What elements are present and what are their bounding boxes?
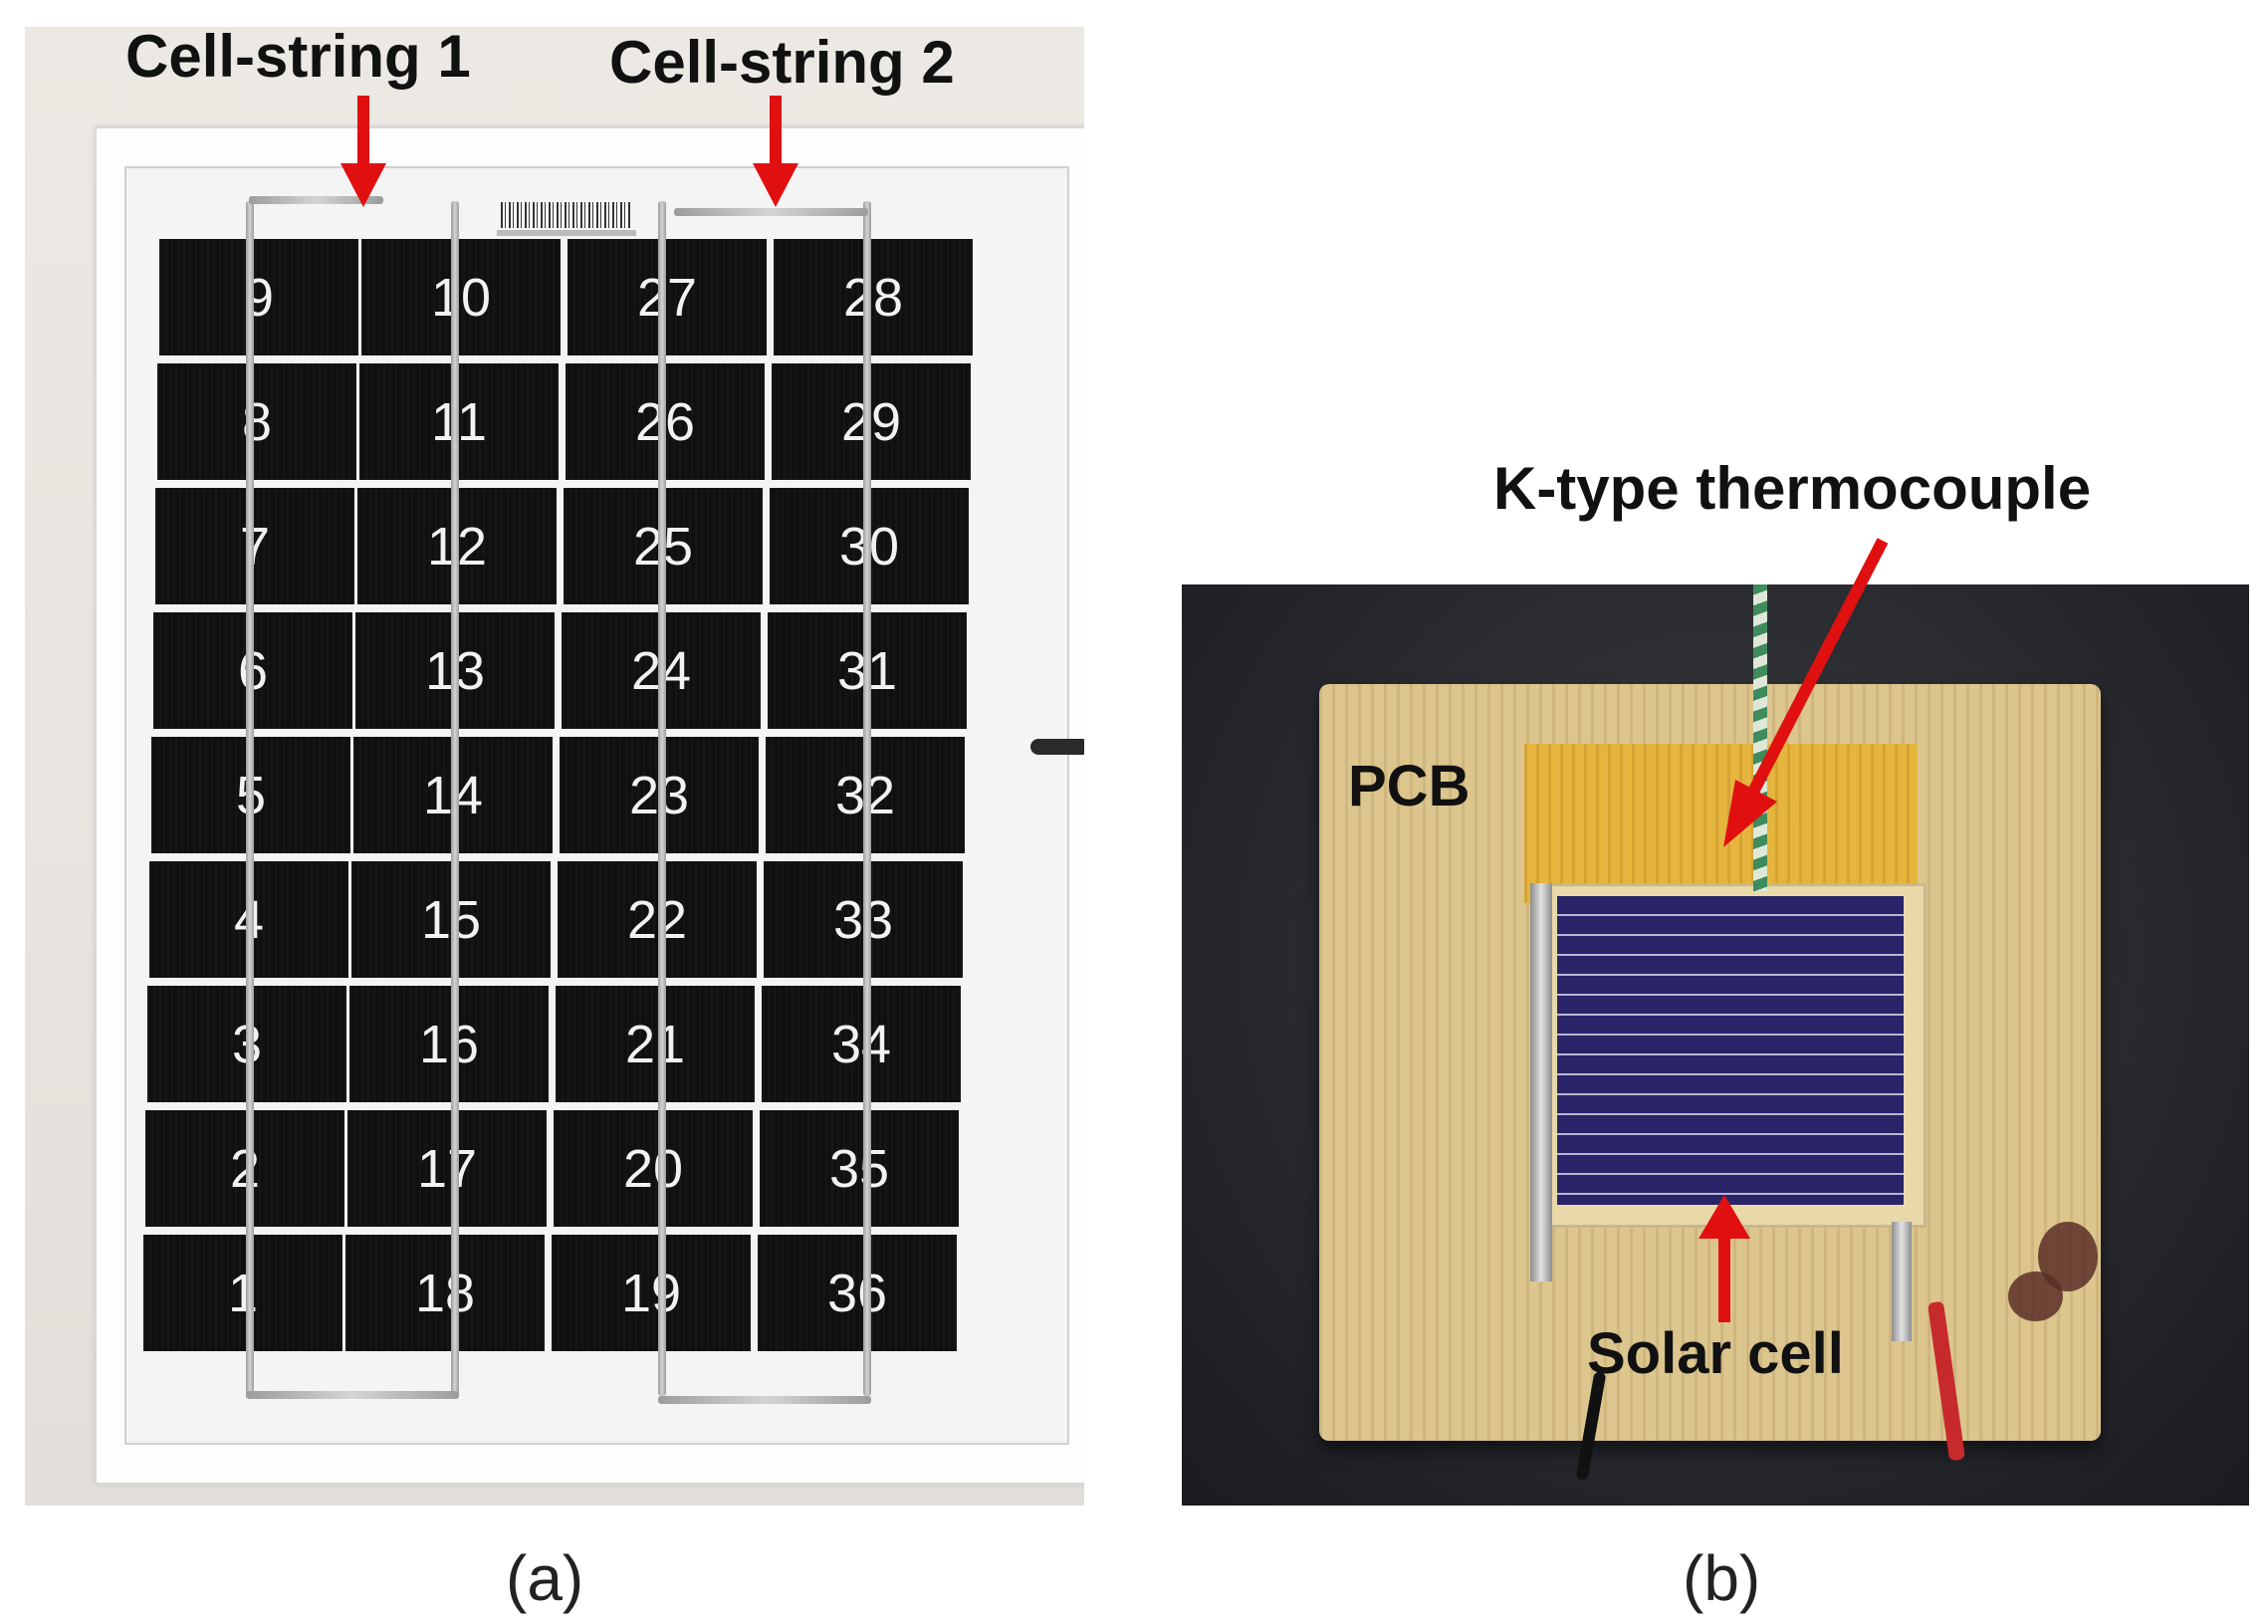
solar-cell-11: 11: [359, 363, 559, 480]
cell-string-2-arrow: [753, 96, 798, 207]
solder-strip-left: [1530, 883, 1552, 1281]
solar-cell-label: Solar cell: [1587, 1321, 1844, 1386]
cell-string-1-label: Cell-string 1: [125, 23, 471, 90]
barcode: [501, 202, 630, 228]
solar-cell-8: 8: [157, 363, 356, 480]
pcb-label: PCB: [1348, 754, 1471, 818]
solar-cell-arrow: [1699, 1195, 1750, 1322]
solar-cell-17: 17: [347, 1110, 547, 1227]
solar-cell: [1557, 896, 1904, 1205]
cell-string-2-label: Cell-string 2: [609, 29, 955, 96]
caption-b: (b): [1683, 1542, 1761, 1614]
solar-cell-7: 7: [155, 488, 354, 604]
solar-cell-20: 20: [554, 1110, 753, 1227]
busbar: [674, 208, 868, 216]
solar-cell-28: 28: [774, 239, 973, 355]
panel-cable: [1030, 739, 1084, 755]
solar-panel-photo: 9876543211011121314151617182726252423222…: [25, 27, 1084, 1506]
interconnect-wire: [246, 201, 254, 1396]
solar-cell-18: 18: [345, 1235, 545, 1351]
solar-cell-35: 35: [760, 1110, 959, 1227]
solar-cell-19: 19: [552, 1235, 751, 1351]
solar-cell-1: 1: [143, 1235, 342, 1351]
solar-cell-9: 9: [159, 239, 358, 355]
solar-cell-27: 27: [567, 239, 767, 355]
stain: [2008, 1272, 2063, 1321]
solar-cell-22: 22: [558, 861, 757, 978]
solar-cell-29: 29: [772, 363, 971, 480]
busbar: [658, 1396, 871, 1404]
busbar: [246, 1391, 459, 1399]
busbar: [249, 196, 383, 204]
solar-cell-36: 36: [758, 1235, 957, 1351]
interconnect-wire: [863, 201, 871, 1396]
solar-cell-16: 16: [349, 986, 549, 1102]
solar-cell-grid: 9876543211011121314151617182726252423222…: [25, 27, 1084, 1506]
interconnect-wire: [451, 201, 459, 1396]
interconnect-wire: [658, 201, 666, 1396]
thermocouple-arrow: [1723, 538, 1889, 847]
caption-a: (a): [506, 1542, 584, 1614]
solar-cell-10: 10: [361, 239, 561, 355]
thermocouple-label: K-type thermocouple: [1493, 455, 2092, 522]
pcb-photo: [1182, 584, 2249, 1506]
barcode-number: [497, 230, 636, 236]
solar-cell-21: 21: [556, 986, 755, 1102]
solar-cell-2: 2: [145, 1110, 344, 1227]
solder-strip-right: [1892, 1222, 1912, 1341]
kapton-tape: [1524, 744, 1918, 903]
cell-string-1-arrow: [340, 96, 386, 207]
solar-cell-34: 34: [762, 986, 961, 1102]
